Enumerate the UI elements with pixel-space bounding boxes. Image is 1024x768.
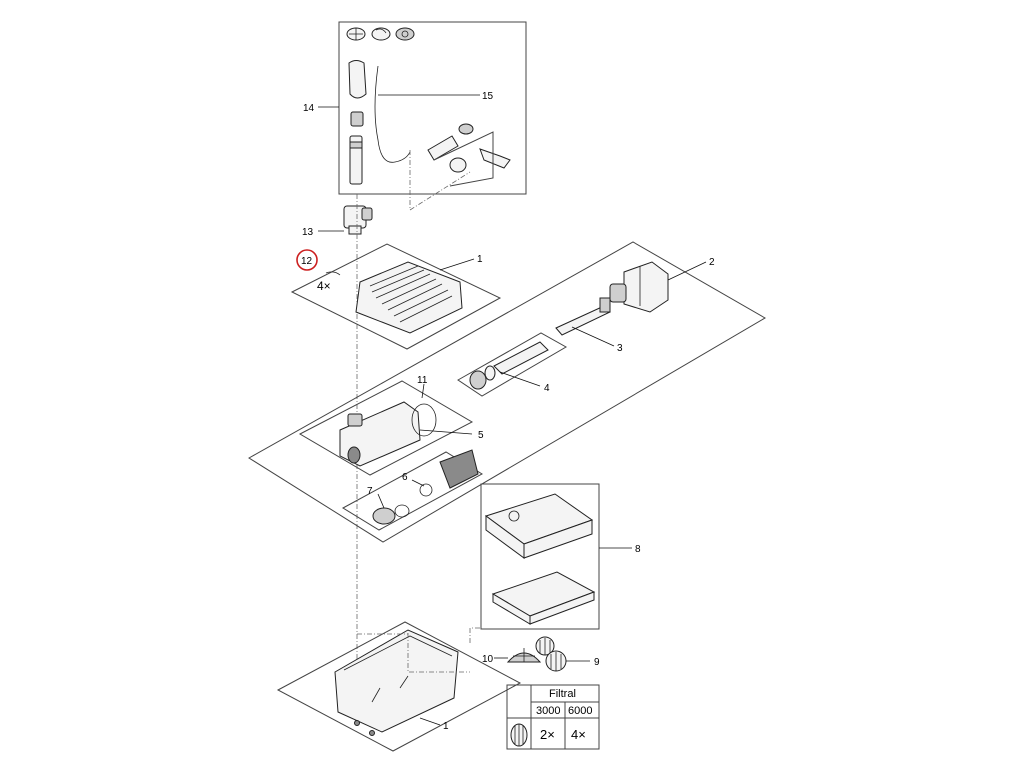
uvc-lamp-part xyxy=(555,297,615,347)
table-col-6000: 6000 xyxy=(568,705,592,717)
callout-5: 5 xyxy=(478,430,484,441)
quartz-tube-part xyxy=(469,341,549,390)
callout-13: 13 xyxy=(302,227,314,238)
pump-assembly-group xyxy=(248,241,766,543)
callout-12: 12 xyxy=(301,256,313,267)
callout-15: 15 xyxy=(482,91,494,102)
filter-balls-group xyxy=(494,636,590,672)
fountain-tube-part xyxy=(348,60,367,185)
filter-sponge-group xyxy=(480,483,632,630)
callout-11: 11 xyxy=(417,375,428,386)
fountain-kit-group xyxy=(318,21,527,211)
filter-ball-icon xyxy=(510,723,528,747)
callout-8: 8 xyxy=(635,544,641,555)
callout-12-highlight-ring xyxy=(296,249,318,271)
filter-lid-part xyxy=(355,261,463,334)
callout-1-lid: 1 xyxy=(477,254,483,265)
filter-lid-ribs xyxy=(369,265,453,323)
callout-6: 6 xyxy=(402,472,408,483)
pump-housing-part xyxy=(339,383,473,467)
quartz-tube-subframe xyxy=(457,332,568,397)
quantity-12-label: 4× xyxy=(317,279,331,293)
tee-connector-part xyxy=(318,205,373,235)
callout-2: 2 xyxy=(709,257,715,268)
table-val-3000: 2× xyxy=(540,727,555,742)
table-val-6000: 4× xyxy=(571,727,586,742)
fountain-hose-part xyxy=(374,65,411,163)
connector-subframe xyxy=(433,131,494,187)
table-col-3000: 3000 xyxy=(536,705,560,717)
clip-part xyxy=(325,271,341,276)
bearing-part xyxy=(372,493,410,525)
callout-4: 4 xyxy=(544,383,550,394)
filter-lid-group xyxy=(290,243,502,350)
uvc-unit-part xyxy=(609,261,707,313)
rotor-subframe xyxy=(341,451,484,531)
rotor-part xyxy=(411,449,479,497)
callout-9: 9 xyxy=(594,657,600,668)
assembly-dash-lines xyxy=(357,627,481,673)
housing-subframe xyxy=(298,380,474,476)
callout-1-base: 1 xyxy=(443,721,449,732)
hose-connector-parts xyxy=(427,123,511,173)
callout-14: 14 xyxy=(303,103,315,114)
fountain-kit-frame xyxy=(338,21,527,195)
nozzle-head-icons xyxy=(346,27,415,41)
callout-3: 3 xyxy=(617,343,623,354)
table-header-filtral: Filtral xyxy=(549,688,576,700)
filter-base-group xyxy=(276,621,522,752)
callout-10: 10 xyxy=(482,654,494,665)
filtral-quantity-table xyxy=(506,684,600,750)
filter-base-part xyxy=(334,629,459,733)
callout-7: 7 xyxy=(367,486,373,497)
